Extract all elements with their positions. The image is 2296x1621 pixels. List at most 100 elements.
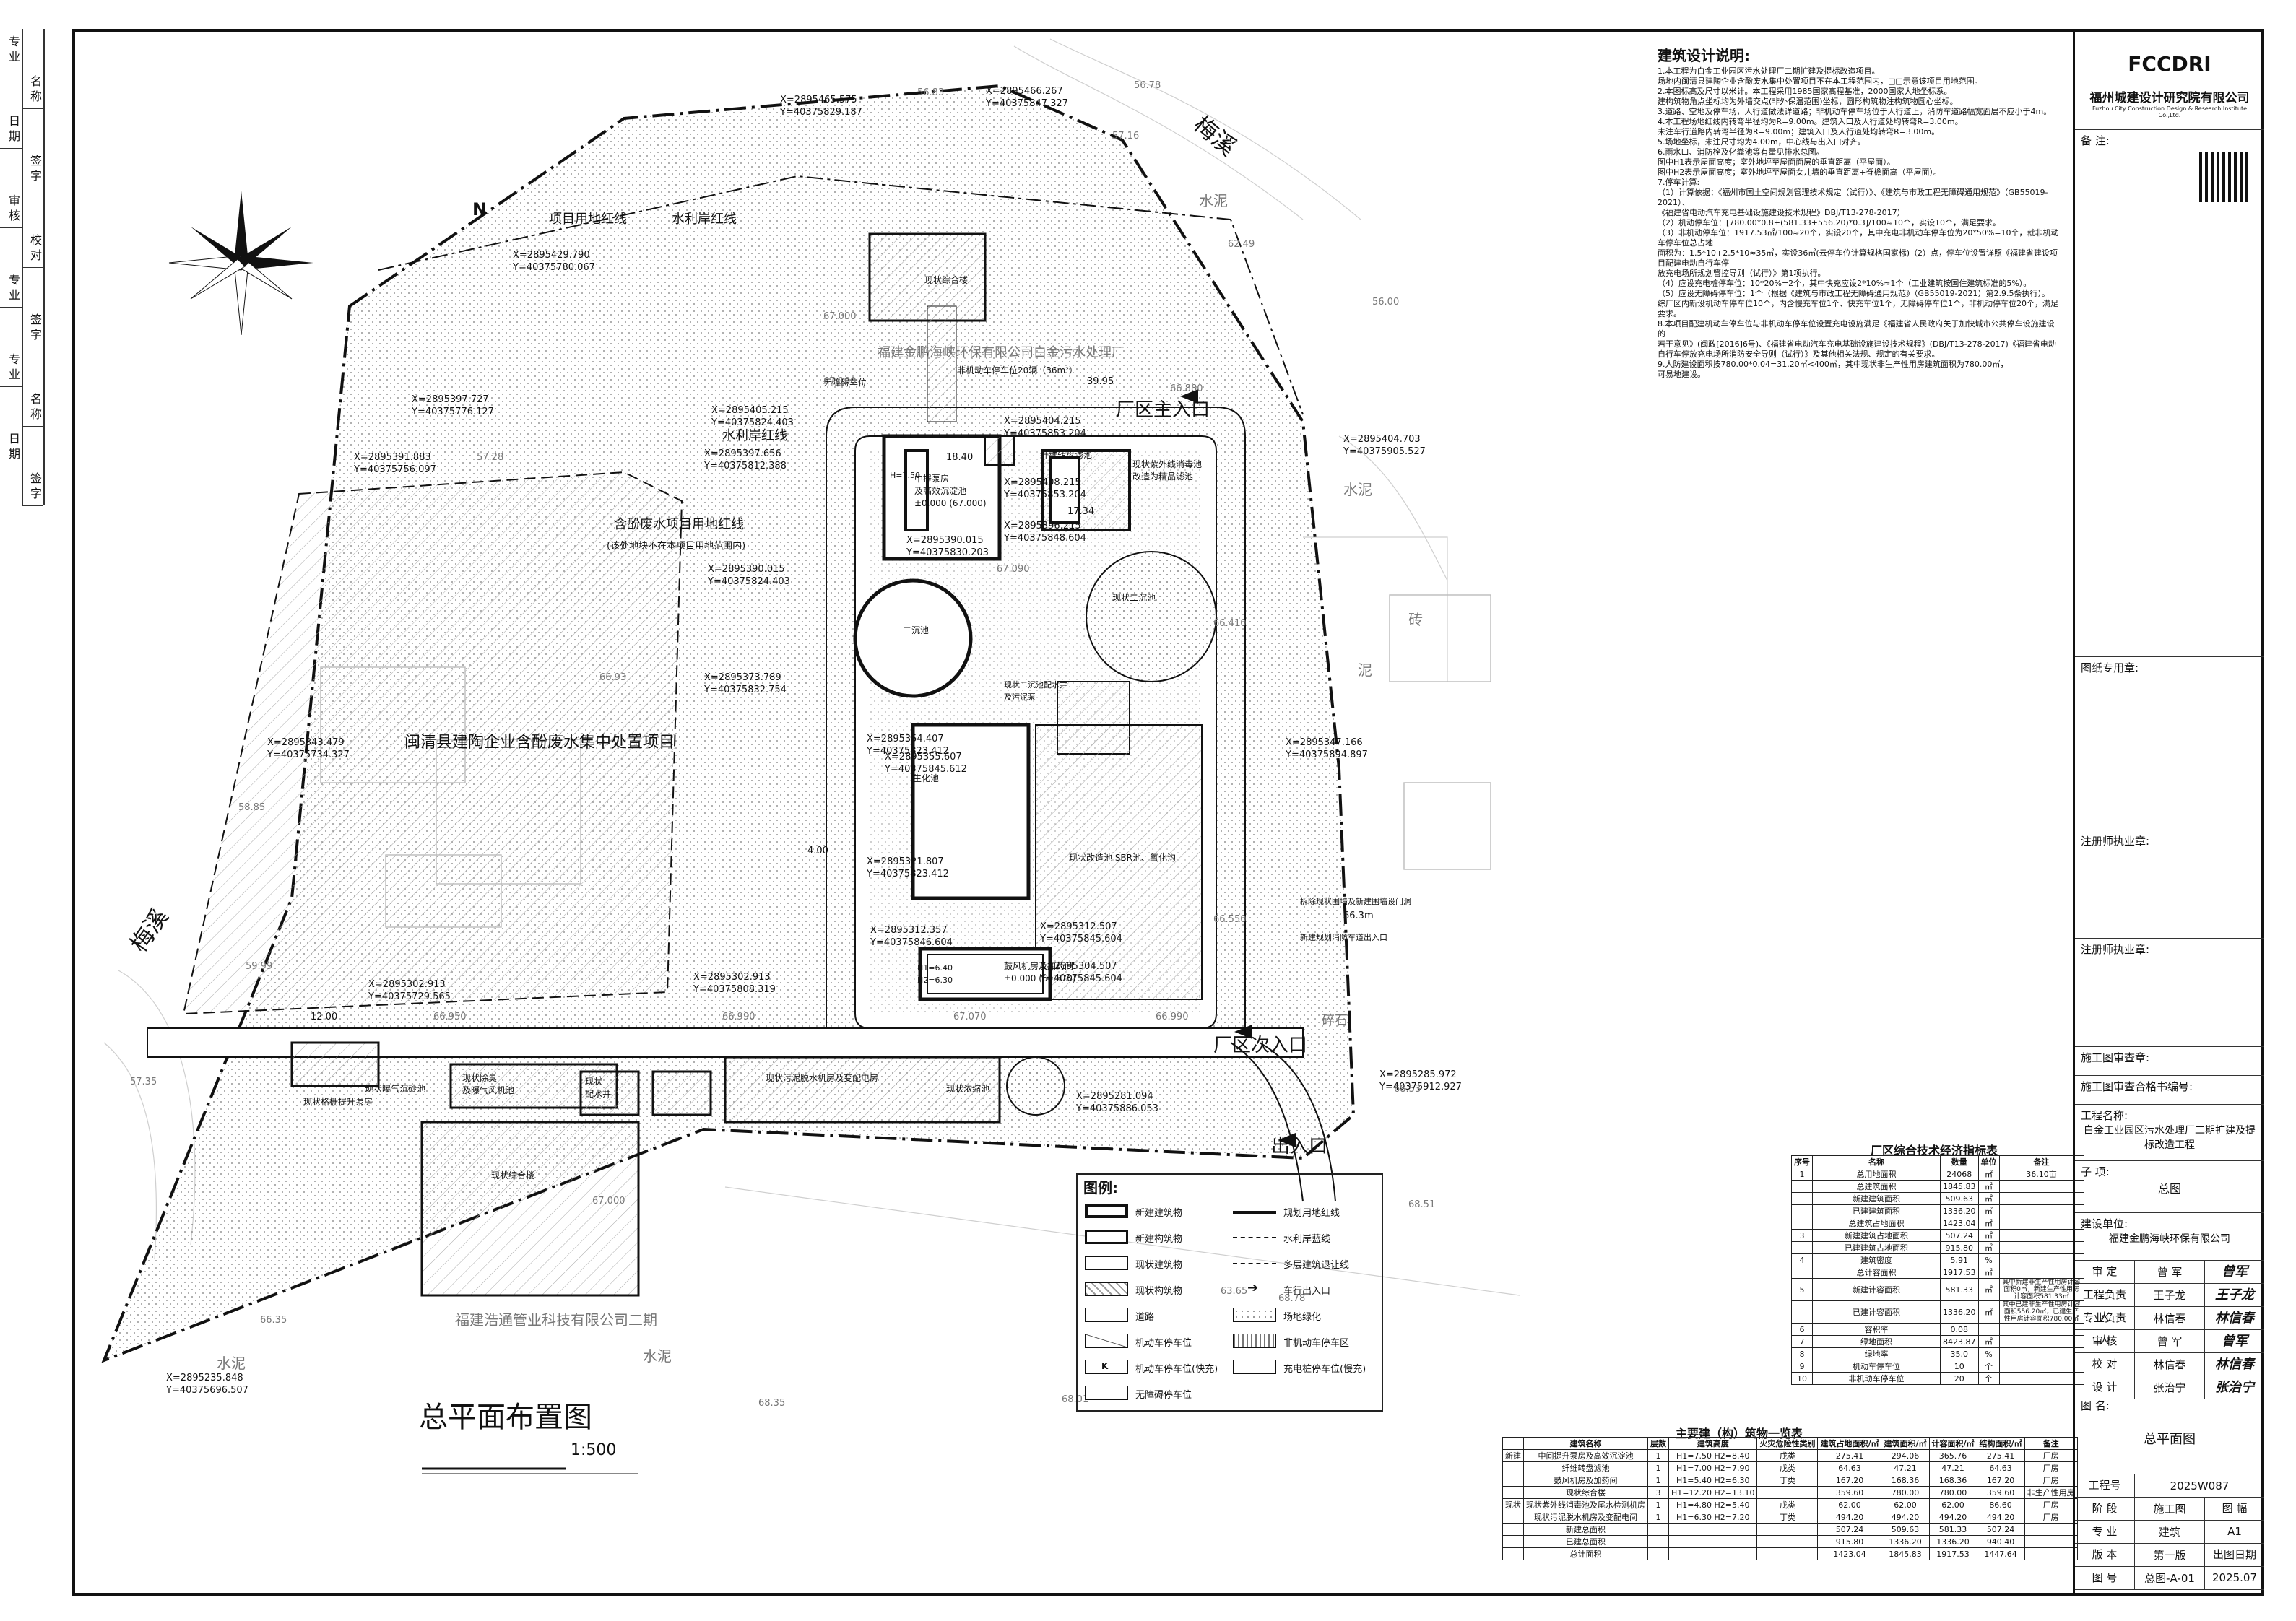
table-header: 名称: [1812, 1155, 1941, 1168]
height-label: H1=6.40 H2=6.30: [917, 963, 953, 985]
coordinate-label: X=2895235.848 Y=40375696.507: [166, 1373, 248, 1396]
table-cell: 已建建筑面积: [1812, 1204, 1941, 1217]
elevation-label: 57.28: [477, 452, 504, 463]
company-top-label: 福建金鹏海峡环保有限公司白金污水处理厂: [878, 345, 1125, 360]
coordinate-label: X=2895390.015 Y=40375830.203: [906, 535, 989, 558]
table-cell: [1756, 1535, 1819, 1548]
legend-swatch-icon: [1085, 1230, 1128, 1244]
info-value: 施工图: [2153, 1503, 2186, 1516]
coordinate-label: X=2895408.215 Y=40375853.204: [1004, 477, 1086, 500]
table-cell: 507.24: [1817, 1523, 1882, 1536]
brick-label: 砖: [1408, 611, 1423, 628]
elevation-label: 66.35: [260, 1315, 287, 1326]
table-cell: ㎡: [1977, 1278, 2000, 1301]
info-value: 第一版: [2153, 1549, 2186, 1562]
drawing-frame: [72, 29, 2264, 1596]
table-cell: 275.41: [1976, 1449, 2025, 1462]
water-line-label: 水利岸红线: [672, 212, 737, 227]
table-cell: 戊类: [1756, 1449, 1819, 1462]
legend-item-label: 机动车停车位(快充): [1135, 1364, 1218, 1375]
table-cell: H1=7.00 H2=7.90: [1668, 1461, 1758, 1474]
signature-role: 校 对: [2075, 1353, 2135, 1376]
table-cell: [1502, 1523, 1524, 1536]
table-cell: ㎡: [1977, 1217, 2000, 1230]
tech-table-caption: 厂区综合技术经济指标表: [1871, 1144, 1998, 1157]
sub-label: 子 项:: [2081, 1165, 2110, 1178]
table-cell: [1977, 1323, 2000, 1336]
table-cell: [1502, 1511, 1524, 1524]
table-header: 建筑占地面积/㎡: [1817, 1437, 1882, 1450]
table-header: 数量: [1940, 1155, 1979, 1168]
coordinate-label: X=2895373.789 Y=40375832.754: [704, 672, 787, 695]
signature-role: 专业负责人: [2075, 1307, 2135, 1347]
table-cell: ㎡: [1977, 1204, 2000, 1217]
dimension-label: 4.00: [807, 846, 828, 856]
coordinate-label: X=2895312.357 Y=40375846.604: [870, 925, 953, 948]
table-cell: 915.80: [1940, 1241, 1979, 1254]
table-cell: ㎡: [1977, 1229, 2000, 1242]
table-cell: 86.60: [1976, 1498, 2025, 1511]
legend-swatch-icon: K: [1085, 1360, 1128, 1374]
table-cell: 36.10亩: [1998, 1168, 2084, 1181]
table-cell: 中间提升泵房及高效沉淀池: [1523, 1449, 1648, 1462]
binding-strip-cell: 审 核: [0, 188, 22, 228]
dimension-label: 18.40: [946, 452, 974, 463]
elevation-label: 66.990: [1156, 1012, 1189, 1022]
signature-role: 审 定: [2075, 1261, 2135, 1283]
building-label: 现状 配水井: [585, 1077, 612, 1099]
table-cell: 168.36: [1928, 1474, 1977, 1487]
table-cell: [1668, 1523, 1758, 1536]
signature-grid: 审 定曾 军曾军工程负责人王子龙王子龙专业负责人林信春林信春审 核曾 军曾军校 …: [2075, 1261, 2264, 1399]
legend-item-label: 车行出入口: [1283, 1286, 1331, 1297]
table-header: 火灾危险性类别: [1756, 1437, 1819, 1450]
note-line: （4）应设充电桩停车位：10*20%=2个，其中快充应设2*10%≈1个（工业建…: [1658, 279, 2032, 288]
building-label: 现状污泥脱水机房及变配电房: [766, 1073, 879, 1083]
table-cell: [2024, 1535, 2078, 1548]
note-line: （2）机动停车位：[780.00*0.8+(581.33+556.20)*0.3…: [1658, 218, 2001, 227]
table-cell: 294.06: [1881, 1449, 1930, 1462]
client-name: 福建金鹏海峡环保有限公司: [2109, 1233, 2230, 1245]
table-cell: 3: [1647, 1486, 1669, 1499]
coordinate-label: X=2895405.215 Y=40375824.403: [711, 405, 794, 428]
signature-role: 工程负责人: [2075, 1284, 2135, 1324]
binding-strip-cell: 名 称: [22, 69, 43, 109]
table-cell: 戊类: [1756, 1498, 1819, 1511]
binding-strip-cell: 日 期: [0, 426, 22, 466]
table-cell: 非生产性用房: [2024, 1486, 2078, 1499]
review-no-label: 施工图审查合格书编号:: [2081, 1080, 2193, 1093]
legend-item-label: 新建建筑物: [1135, 1208, 1183, 1219]
note-line: 放充电场所规划管控导则（试行）》第1项执行。: [1658, 269, 1826, 278]
elevation-label: 67.000: [823, 311, 857, 322]
table-cell: 厂房: [2024, 1511, 2078, 1524]
signature-name: 张治宁: [2153, 1381, 2186, 1394]
signature-name: 王子龙: [2153, 1289, 2186, 1302]
table-cell: 64.63: [1817, 1461, 1882, 1474]
legend-swatch-icon: [1085, 1204, 1128, 1218]
building-label: 现状紫外线消毒池 改造为精品滤池: [1132, 459, 1203, 482]
table-cell: 10: [1940, 1360, 1979, 1373]
legend-swatch-icon: [1085, 1386, 1128, 1400]
seal-label: 图纸专用章:: [2081, 661, 2139, 674]
table-cell: 新建总面积: [1523, 1523, 1648, 1536]
table-cell: 丁类: [1756, 1511, 1819, 1524]
legend-item-label: 水利岸蓝线: [1283, 1234, 1331, 1245]
table-cell: 365.76: [1928, 1449, 1977, 1462]
note-line: 面积为：1.5*10+2.5*10≈35㎡，实设36㎡(云停车位计算规格国家标)…: [1658, 248, 2058, 268]
table-cell: [1791, 1217, 1813, 1230]
drawing-name: 总平面图: [2144, 1432, 2196, 1447]
legend-swatch-icon: [1085, 1256, 1128, 1270]
table-cell: [1998, 1180, 2084, 1193]
dimension-label: 12.00: [311, 1012, 338, 1022]
table-header: 建筑名称: [1523, 1437, 1648, 1450]
coordinate-label: X=2895466.267 Y=40375847.327: [986, 86, 1068, 109]
table-cell: [1791, 1300, 1813, 1324]
table-cell: ㎡: [1977, 1266, 2000, 1279]
legend: 图例: 新建建筑物规划用地红线新建构筑物水利岸蓝线现状建筑物多层建筑退让线现状构…: [1076, 1173, 1383, 1412]
